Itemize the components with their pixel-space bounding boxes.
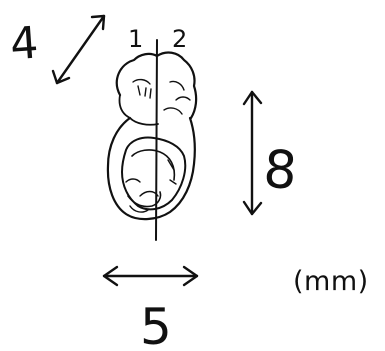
dimension-label-8: 8 — [262, 140, 299, 202]
vertical-reference-line — [155, 39, 158, 241]
width-dimension-arrow — [102, 265, 199, 287]
line-label-2: 2 — [172, 25, 187, 53]
height-dimension-arrow — [242, 90, 263, 216]
dimension-label-4: 4 — [9, 17, 40, 70]
unit-label: (mm) — [293, 266, 369, 297]
diagonal-dimension-arrow — [51, 14, 106, 85]
dimension-label-5: 5 — [140, 298, 172, 351]
line-label-1: 1 — [128, 25, 143, 53]
shell-outline — [106, 51, 198, 221]
